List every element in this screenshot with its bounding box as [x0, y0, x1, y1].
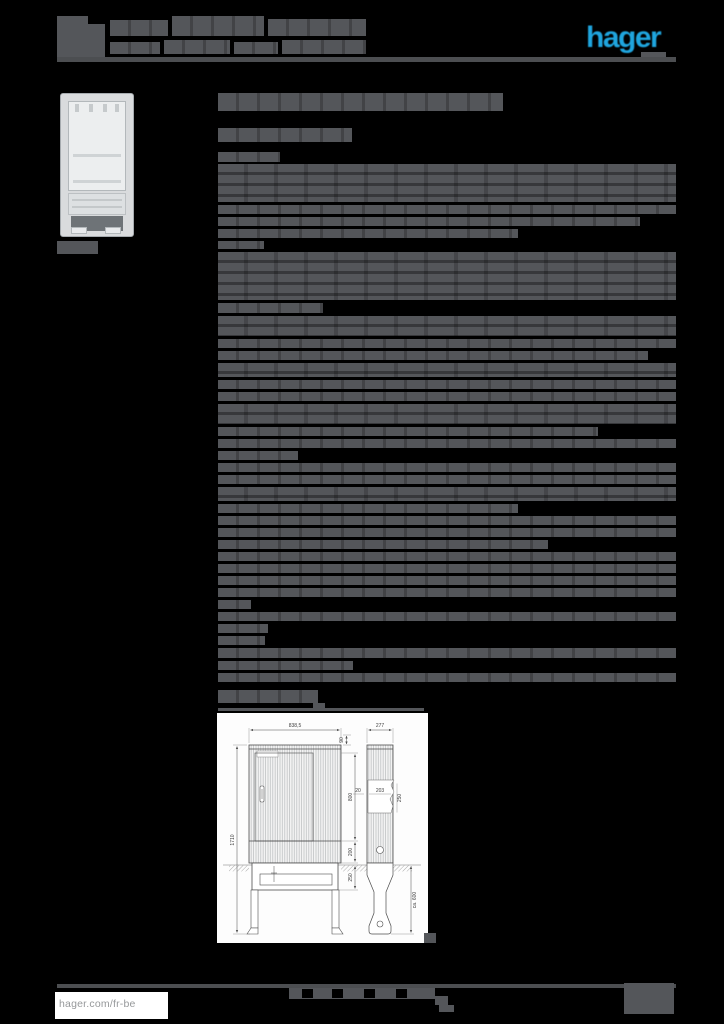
header-subtitle-redacted: [164, 40, 230, 54]
paragraph-line: [218, 612, 676, 621]
paragraph-line: [218, 624, 268, 633]
footer-center-redacted: [435, 996, 448, 1005]
drawing-notch: [313, 703, 325, 710]
footer-divider: [57, 984, 676, 988]
page-title-redacted: [218, 93, 503, 111]
hager-logo: hager: [586, 21, 662, 54]
paragraph-line: [218, 600, 251, 609]
product-reference-redacted: [57, 241, 98, 254]
header-divider: [57, 57, 676, 62]
technical-drawing-panel: 838,5 277 1710 90 800 200 250 20 203 250…: [217, 713, 428, 943]
footer-gap: [364, 989, 375, 998]
paragraph-line: [218, 564, 676, 573]
paragraph-block: [218, 252, 676, 300]
paragraph-line: [218, 439, 676, 448]
header-title-redacted: [172, 16, 264, 36]
paragraph-block: [218, 363, 676, 377]
paragraph-line: [218, 576, 676, 585]
paragraph-block: [218, 316, 676, 336]
dim-cutout-offset: 20: [355, 788, 361, 794]
paragraph-line: [218, 427, 598, 436]
paragraph-line: [218, 451, 298, 460]
paragraph-line: [218, 380, 676, 389]
ground-hatch: [341, 865, 367, 872]
photo-mid-band: [68, 193, 126, 215]
panel-corner-block: [424, 933, 436, 943]
side-view: [366, 744, 395, 935]
paragraph-line: [218, 152, 280, 162]
paragraph-line: [218, 528, 676, 537]
paragraph-line: [218, 392, 676, 401]
dim-roof-height: 90: [339, 737, 345, 743]
dim-buried-depth: 250: [348, 873, 354, 882]
paragraph-line: [218, 475, 676, 484]
technical-drawing: 838,5 277 1710 90 800 200 250 20 203 250…: [223, 723, 421, 935]
paragraph-line: [218, 516, 676, 525]
dim-cutout-height: 250: [397, 794, 403, 803]
paragraph-block: [218, 487, 676, 501]
footer-link-box: hager.com/fr-be: [55, 992, 168, 1019]
paragraph-line: [218, 229, 518, 238]
paragraph-line: [218, 351, 648, 360]
dimension-lines: [233, 728, 414, 935]
ground-hatch: [229, 865, 249, 872]
paragraph-line: [218, 241, 264, 249]
header-title-redacted: [268, 19, 366, 36]
footer-gap: [302, 989, 313, 998]
header-mark-redacted: [57, 16, 88, 62]
paragraph-line: [218, 648, 676, 658]
photo-enclosure-window: [68, 101, 126, 191]
paragraph-line: [218, 205, 676, 214]
dimension-arrows: [235, 728, 413, 933]
footer-gap: [332, 989, 343, 998]
product-photo: [60, 93, 134, 237]
paragraph-block: [218, 404, 676, 424]
header-subtitle-redacted: [282, 40, 366, 54]
drawing-heading-redacted: [218, 690, 318, 703]
paragraph-line: [218, 673, 676, 682]
photo-foot: [71, 227, 87, 234]
dim-anchor-length: ca. 600: [412, 892, 418, 909]
ground-hatch: [393, 865, 412, 872]
dim-total-height: 1710: [230, 834, 236, 845]
header-mark-redacted: [88, 24, 105, 62]
front-view: [246, 744, 344, 935]
paragraph-line: [218, 463, 676, 472]
footer-gap: [396, 989, 407, 998]
subheading-redacted: [218, 303, 323, 313]
dim-front-width: 838,5: [289, 723, 302, 729]
paragraph-line: [218, 540, 548, 549]
paragraph-line: [218, 636, 265, 645]
paragraph-line: [218, 504, 518, 513]
footer-page-block: [624, 983, 674, 1014]
paragraph-block: [218, 164, 676, 202]
dim-base-height: 200: [348, 848, 354, 857]
website-link[interactable]: hager.com/fr-be: [59, 998, 136, 1010]
dim-door-height: 800: [348, 793, 354, 802]
photo-foot: [105, 227, 121, 234]
paragraph-line: [218, 339, 676, 348]
logo-tagline-redacted: [641, 52, 666, 59]
header-title-redacted: [110, 20, 168, 36]
dim-cutout-width: 203: [376, 788, 385, 794]
header-subtitle-redacted: [234, 42, 278, 54]
paragraph-line: [218, 552, 676, 561]
paragraph-line: [218, 588, 676, 597]
footer-center-redacted: [289, 988, 435, 999]
section-heading-redacted: [218, 128, 352, 142]
dim-side-depth: 277: [376, 723, 385, 729]
paragraph-line: [218, 217, 640, 226]
paragraph-line: [218, 661, 353, 670]
header-subtitle-redacted: [110, 42, 160, 54]
footer-center-redacted: [439, 1005, 454, 1012]
